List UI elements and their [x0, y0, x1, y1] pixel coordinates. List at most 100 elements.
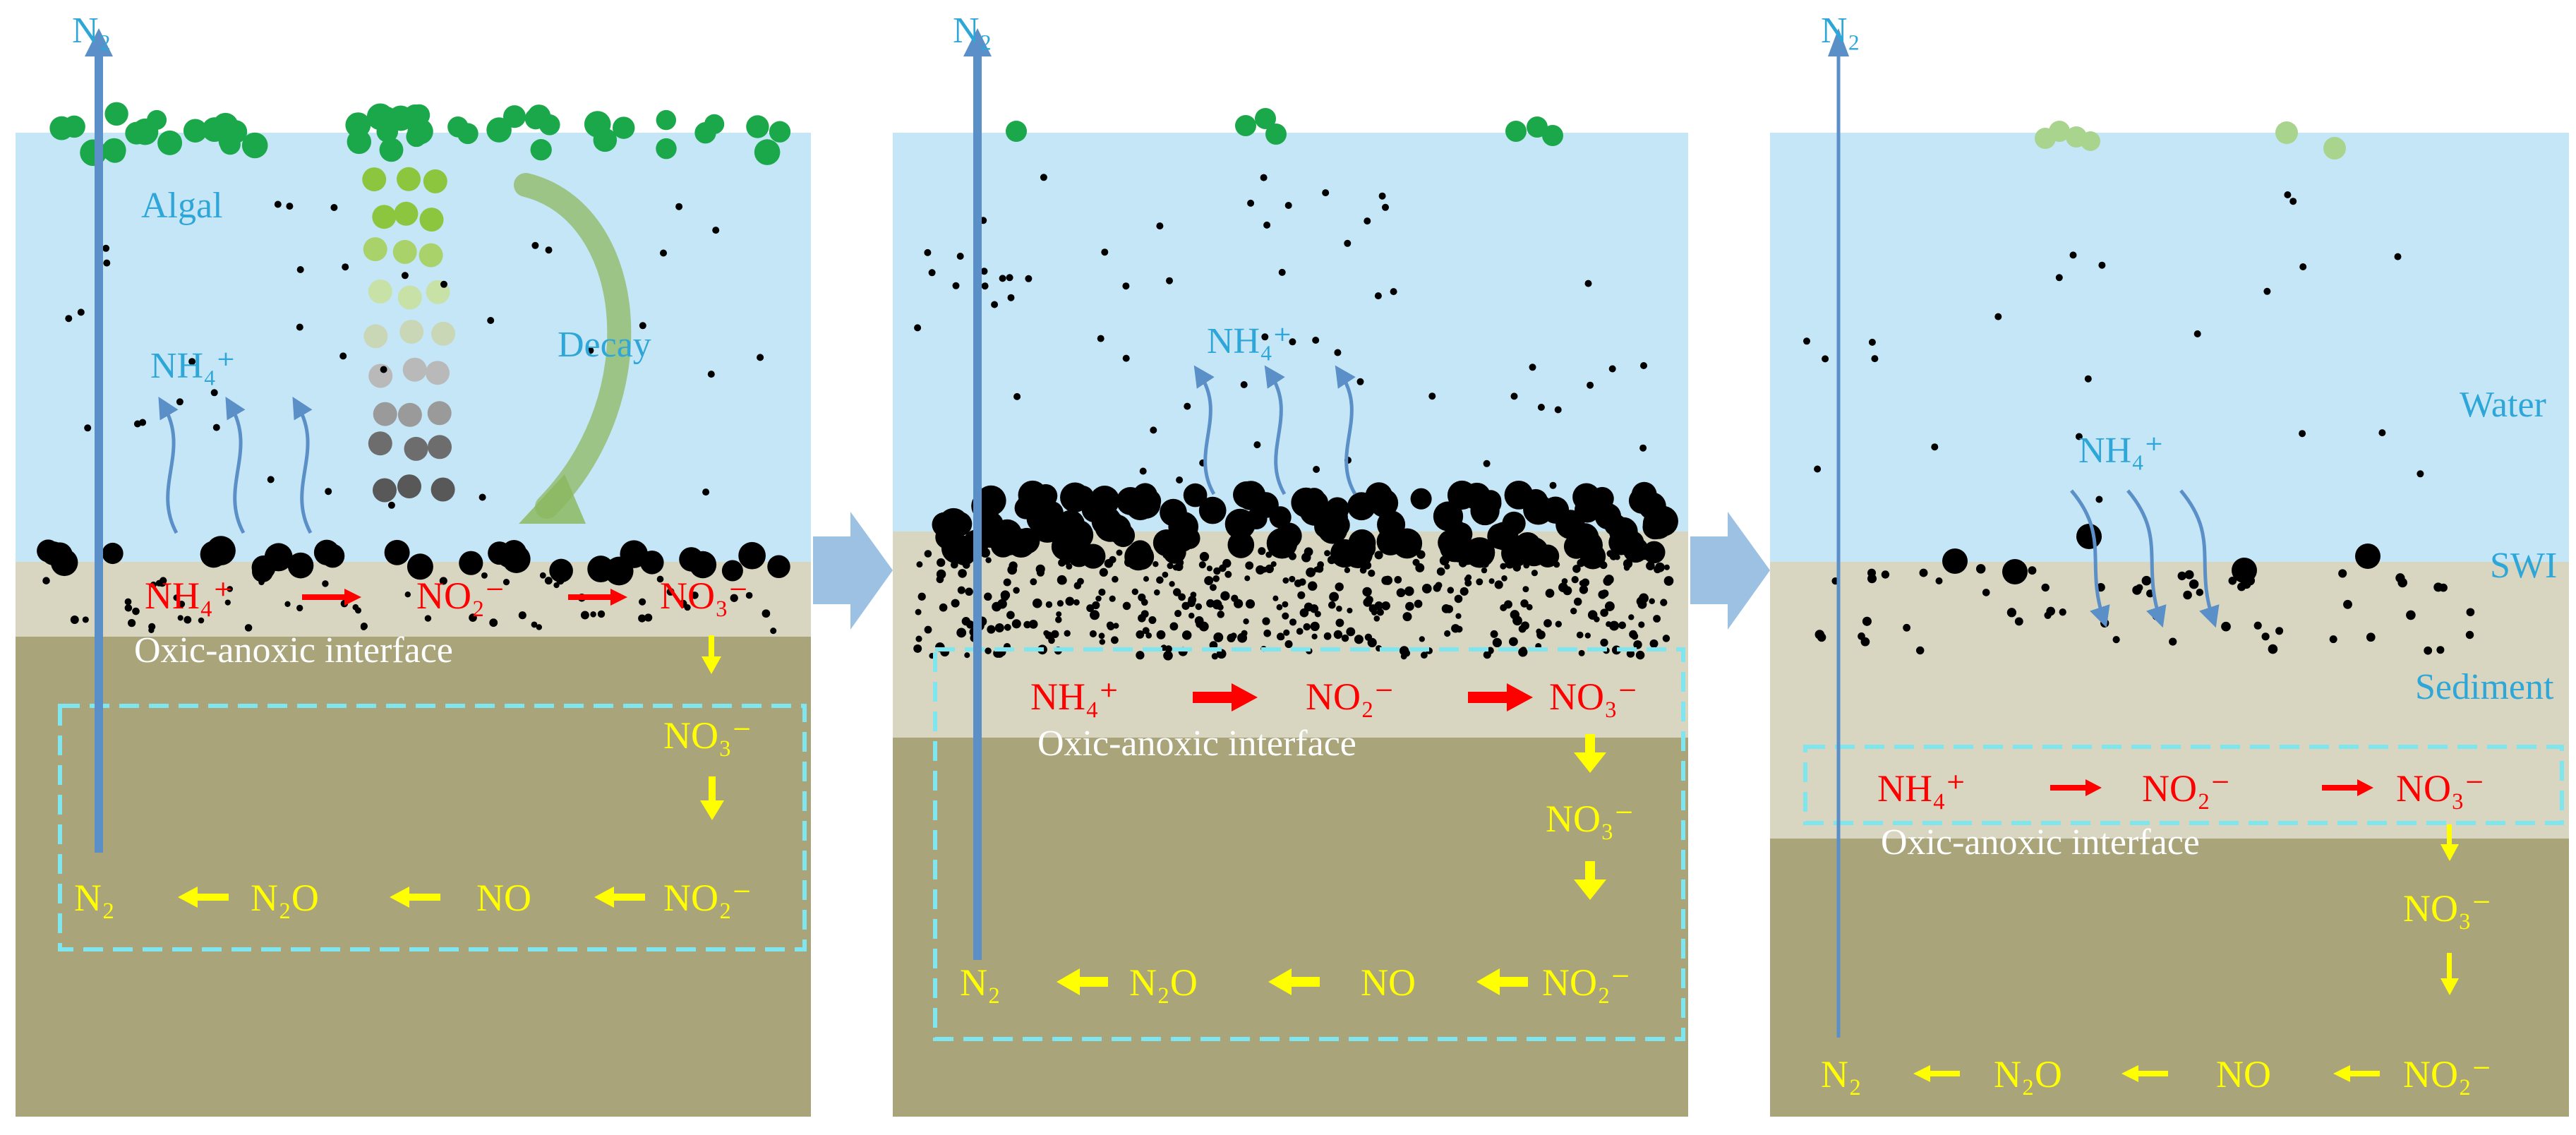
sediment-particle	[150, 581, 157, 588]
algae-cell	[530, 139, 552, 161]
organic-particle	[401, 272, 409, 280]
decaying-algae-cell	[423, 169, 447, 193]
sediment-particle	[1454, 594, 1463, 603]
sediment-particle	[1045, 601, 1053, 608]
organic-particle	[1378, 192, 1386, 200]
organic-particle	[380, 366, 387, 373]
sediment-particle	[730, 594, 738, 602]
sediment-particle	[322, 580, 329, 587]
organic-particle	[1374, 292, 1382, 300]
organic-deposit	[1347, 492, 1376, 521]
organic-particle	[1931, 443, 1939, 451]
decay-arrow	[514, 173, 632, 519]
sediment-particle	[469, 613, 477, 622]
sediment-particle	[1600, 638, 1608, 647]
organic-particle	[342, 263, 349, 271]
sediment-particle	[1523, 562, 1530, 569]
sediment-particle	[1030, 578, 1037, 586]
sediment-particle	[1445, 605, 1454, 613]
sediment-particle	[502, 578, 510, 586]
organic-deposit	[1162, 541, 1186, 564]
organic-deposit	[738, 541, 766, 570]
sediment-particle	[1649, 598, 1655, 605]
organic-particle	[1537, 404, 1545, 411]
organic-deposit	[1131, 488, 1161, 519]
algae-cell	[147, 109, 167, 130]
sediment-particle	[1935, 577, 1943, 585]
organic-particle	[1097, 335, 1105, 342]
sediment-particle	[656, 575, 664, 583]
algae-cell	[746, 115, 769, 138]
sediment-particle	[1555, 620, 1562, 627]
decaying-algae-cell	[419, 208, 444, 232]
sediment-particle	[1048, 637, 1055, 644]
sediment-particle	[1903, 623, 1911, 632]
nh4-water-label: NH₄⁺	[2078, 431, 2164, 471]
sediment-particle	[1263, 629, 1272, 637]
sediment-particle	[2196, 588, 2204, 596]
organic-deposit	[264, 543, 293, 572]
algae-cell	[754, 139, 781, 165]
sediment-particle	[1276, 632, 1284, 641]
sediment-particle	[224, 599, 231, 606]
sediment-particle	[1455, 613, 1462, 619]
sediment-particle	[1444, 563, 1450, 570]
organic-particle	[210, 389, 218, 397]
sediment-particle	[980, 548, 990, 558]
sediment-particle	[1204, 576, 1214, 586]
sediment-particle	[1628, 614, 1635, 620]
organic-particle	[707, 371, 715, 378]
sediment-particle	[1153, 589, 1160, 596]
sediment-particle	[2466, 608, 2475, 617]
sediment-particle	[1587, 610, 1598, 620]
organic-particle	[487, 317, 495, 324]
sediment-particle	[1162, 571, 1169, 578]
sediment-particle	[1573, 597, 1582, 606]
sediment-particle	[1335, 618, 1344, 627]
sediment-particle	[951, 599, 960, 608]
sediment-particle	[2343, 599, 2352, 609]
sediment-particle	[1394, 575, 1402, 584]
sediment-particle	[1383, 575, 1393, 585]
sediment-particle	[1858, 632, 1865, 640]
n2-top-label: N₂	[953, 11, 992, 51]
n2-top-label: N₂	[72, 11, 112, 51]
nh4-label: NH₄⁺	[1030, 675, 1119, 718]
organic-particle	[1025, 275, 1033, 282]
sediment-particle	[1500, 563, 1507, 570]
organic-deposit	[1081, 497, 1107, 523]
no-label: NO	[476, 877, 531, 919]
organic-particle	[2055, 274, 2063, 282]
sediment-particle	[1862, 616, 1872, 626]
sediment-particle	[1663, 576, 1674, 586]
sediment-particle	[1303, 623, 1311, 631]
sediment-particle	[1174, 610, 1182, 618]
organic-deposit	[2002, 559, 2028, 584]
sediment-particle	[1482, 560, 1489, 568]
algae-bloom	[49, 102, 791, 167]
sediment-particle	[1077, 577, 1084, 585]
algae-cell	[49, 116, 74, 140]
algae-cell	[612, 116, 635, 139]
sediment-particle	[937, 558, 946, 568]
organic-particle	[1822, 355, 1829, 363]
sediment-particle	[965, 587, 973, 596]
sediment-particle	[2424, 646, 2433, 655]
organic-deposit	[1464, 537, 1495, 568]
organic-particle	[440, 280, 447, 288]
algae-cell	[183, 119, 207, 143]
organic-particle	[1263, 221, 1271, 229]
organic-deposit	[320, 544, 345, 568]
sediment-particle	[2014, 617, 2023, 626]
sediment-particle	[1623, 565, 1630, 571]
algae-cell	[366, 103, 394, 131]
organic-deposit	[287, 552, 314, 579]
algae-cell	[347, 129, 372, 155]
sediment-particle	[1178, 593, 1186, 601]
sediment-particle	[1381, 601, 1390, 611]
sediment-particle	[1288, 552, 1296, 560]
organic-particle	[1554, 406, 1562, 414]
no3-label: NO₃⁻	[660, 575, 748, 617]
sediment-particle	[956, 627, 967, 638]
sediment-particle	[1092, 601, 1100, 610]
